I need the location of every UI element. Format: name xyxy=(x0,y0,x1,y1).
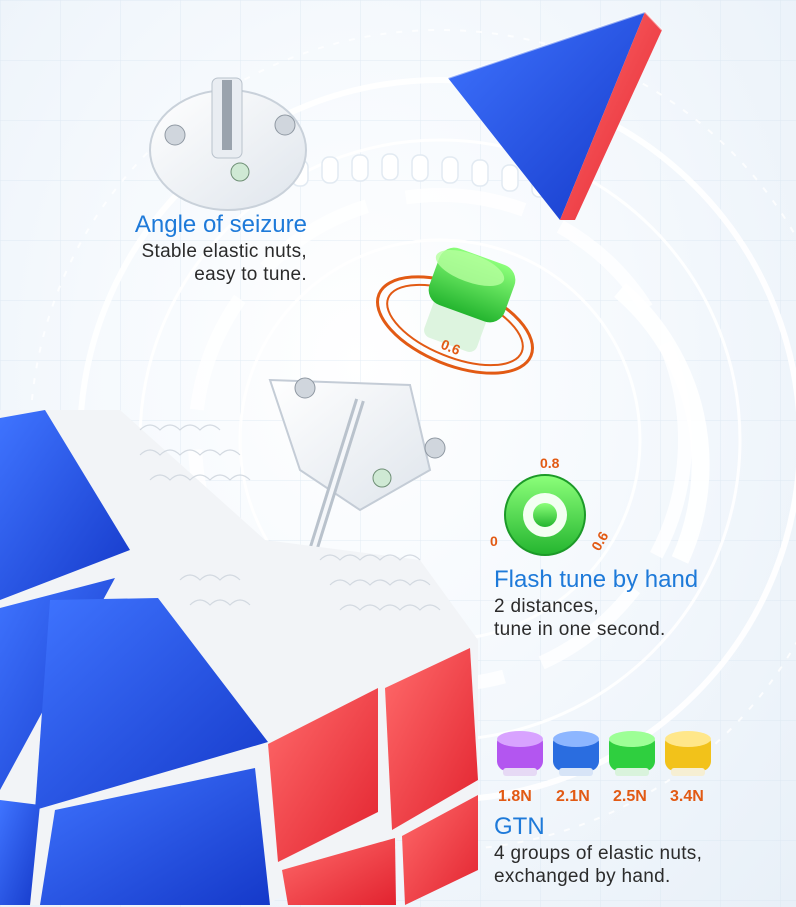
feature-flash-tune: Flash tune by hand 2 distances, tune in … xyxy=(494,565,698,641)
feature-title: Flash tune by hand xyxy=(494,566,699,593)
pyramid-corner-piece xyxy=(447,10,663,220)
feature-desc-line: Stable elastic nuts, xyxy=(141,241,307,262)
feature-title: Angle of seizure xyxy=(134,211,307,238)
nut-label-yellow: 3.4N xyxy=(670,788,704,805)
feature-desc-line: exchanged by hand. xyxy=(494,866,671,887)
gtn-nuts xyxy=(497,731,711,776)
green-nut-with-ring xyxy=(376,247,534,375)
feature-desc-line: 4 groups of elastic nuts, xyxy=(494,843,703,864)
nut-label-purple: 1.8N xyxy=(498,788,532,805)
feature-angle-of-seizure: Angle of seizure Stable elastic nuts, ea… xyxy=(135,210,307,286)
tune-mark-top: 0.8 xyxy=(540,455,560,471)
nut-purple xyxy=(497,731,543,776)
nut-green xyxy=(609,731,655,776)
pyraminx-cube xyxy=(0,410,478,905)
feature-desc-line: 2 distances, xyxy=(494,596,599,617)
feature-desc-line: easy to tune. xyxy=(194,264,307,285)
core-piece-top xyxy=(149,77,307,211)
nut-yellow xyxy=(665,731,711,776)
feature-desc-line: tune in one second. xyxy=(494,619,666,640)
feature-gtn: GTN 4 groups of elastic nuts, exchanged … xyxy=(494,812,702,888)
nut-label-green: 2.5N xyxy=(613,788,647,805)
nut-blue xyxy=(553,731,599,776)
feature-title: GTN xyxy=(494,813,545,840)
green-tuning-ring xyxy=(504,474,586,556)
nut-label-blue: 2.1N xyxy=(556,788,590,805)
tune-mark-left: 0 xyxy=(490,533,498,549)
